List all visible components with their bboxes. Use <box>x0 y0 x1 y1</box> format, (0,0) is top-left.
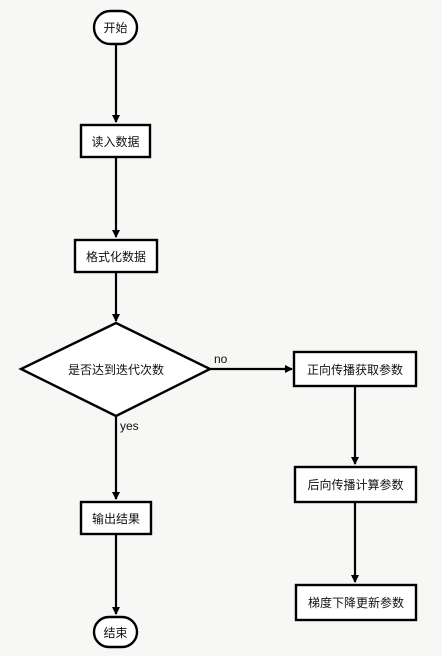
yes-edge-label: yes <box>120 419 139 433</box>
end-terminal <box>92 615 139 649</box>
read-data-label: 读入数据 <box>91 134 140 149</box>
read-data-box <box>79 123 152 159</box>
forward-prop-label: 正向传播获取参数 <box>306 362 403 377</box>
output-box <box>79 500 153 536</box>
end-label: 结束 <box>103 625 128 640</box>
format-data-box <box>73 238 159 274</box>
backward-prop-label: 后向传播计算参数 <box>307 478 404 492</box>
gradient-descent-box <box>294 583 418 622</box>
gradient-descent-label: 梯度下降更新参数 <box>307 596 404 610</box>
forward-prop-box <box>292 350 418 388</box>
no-edge-label: no <box>214 352 228 366</box>
start-terminal <box>92 9 139 46</box>
backward-prop-box <box>293 465 418 504</box>
format-data-label: 格式化数据 <box>85 249 146 264</box>
start-label: 开始 <box>103 21 128 35</box>
output-label: 输出结果 <box>91 511 140 526</box>
decision-label: 是否达到迭代次数 <box>67 362 164 377</box>
decision-diamond <box>18 321 213 418</box>
